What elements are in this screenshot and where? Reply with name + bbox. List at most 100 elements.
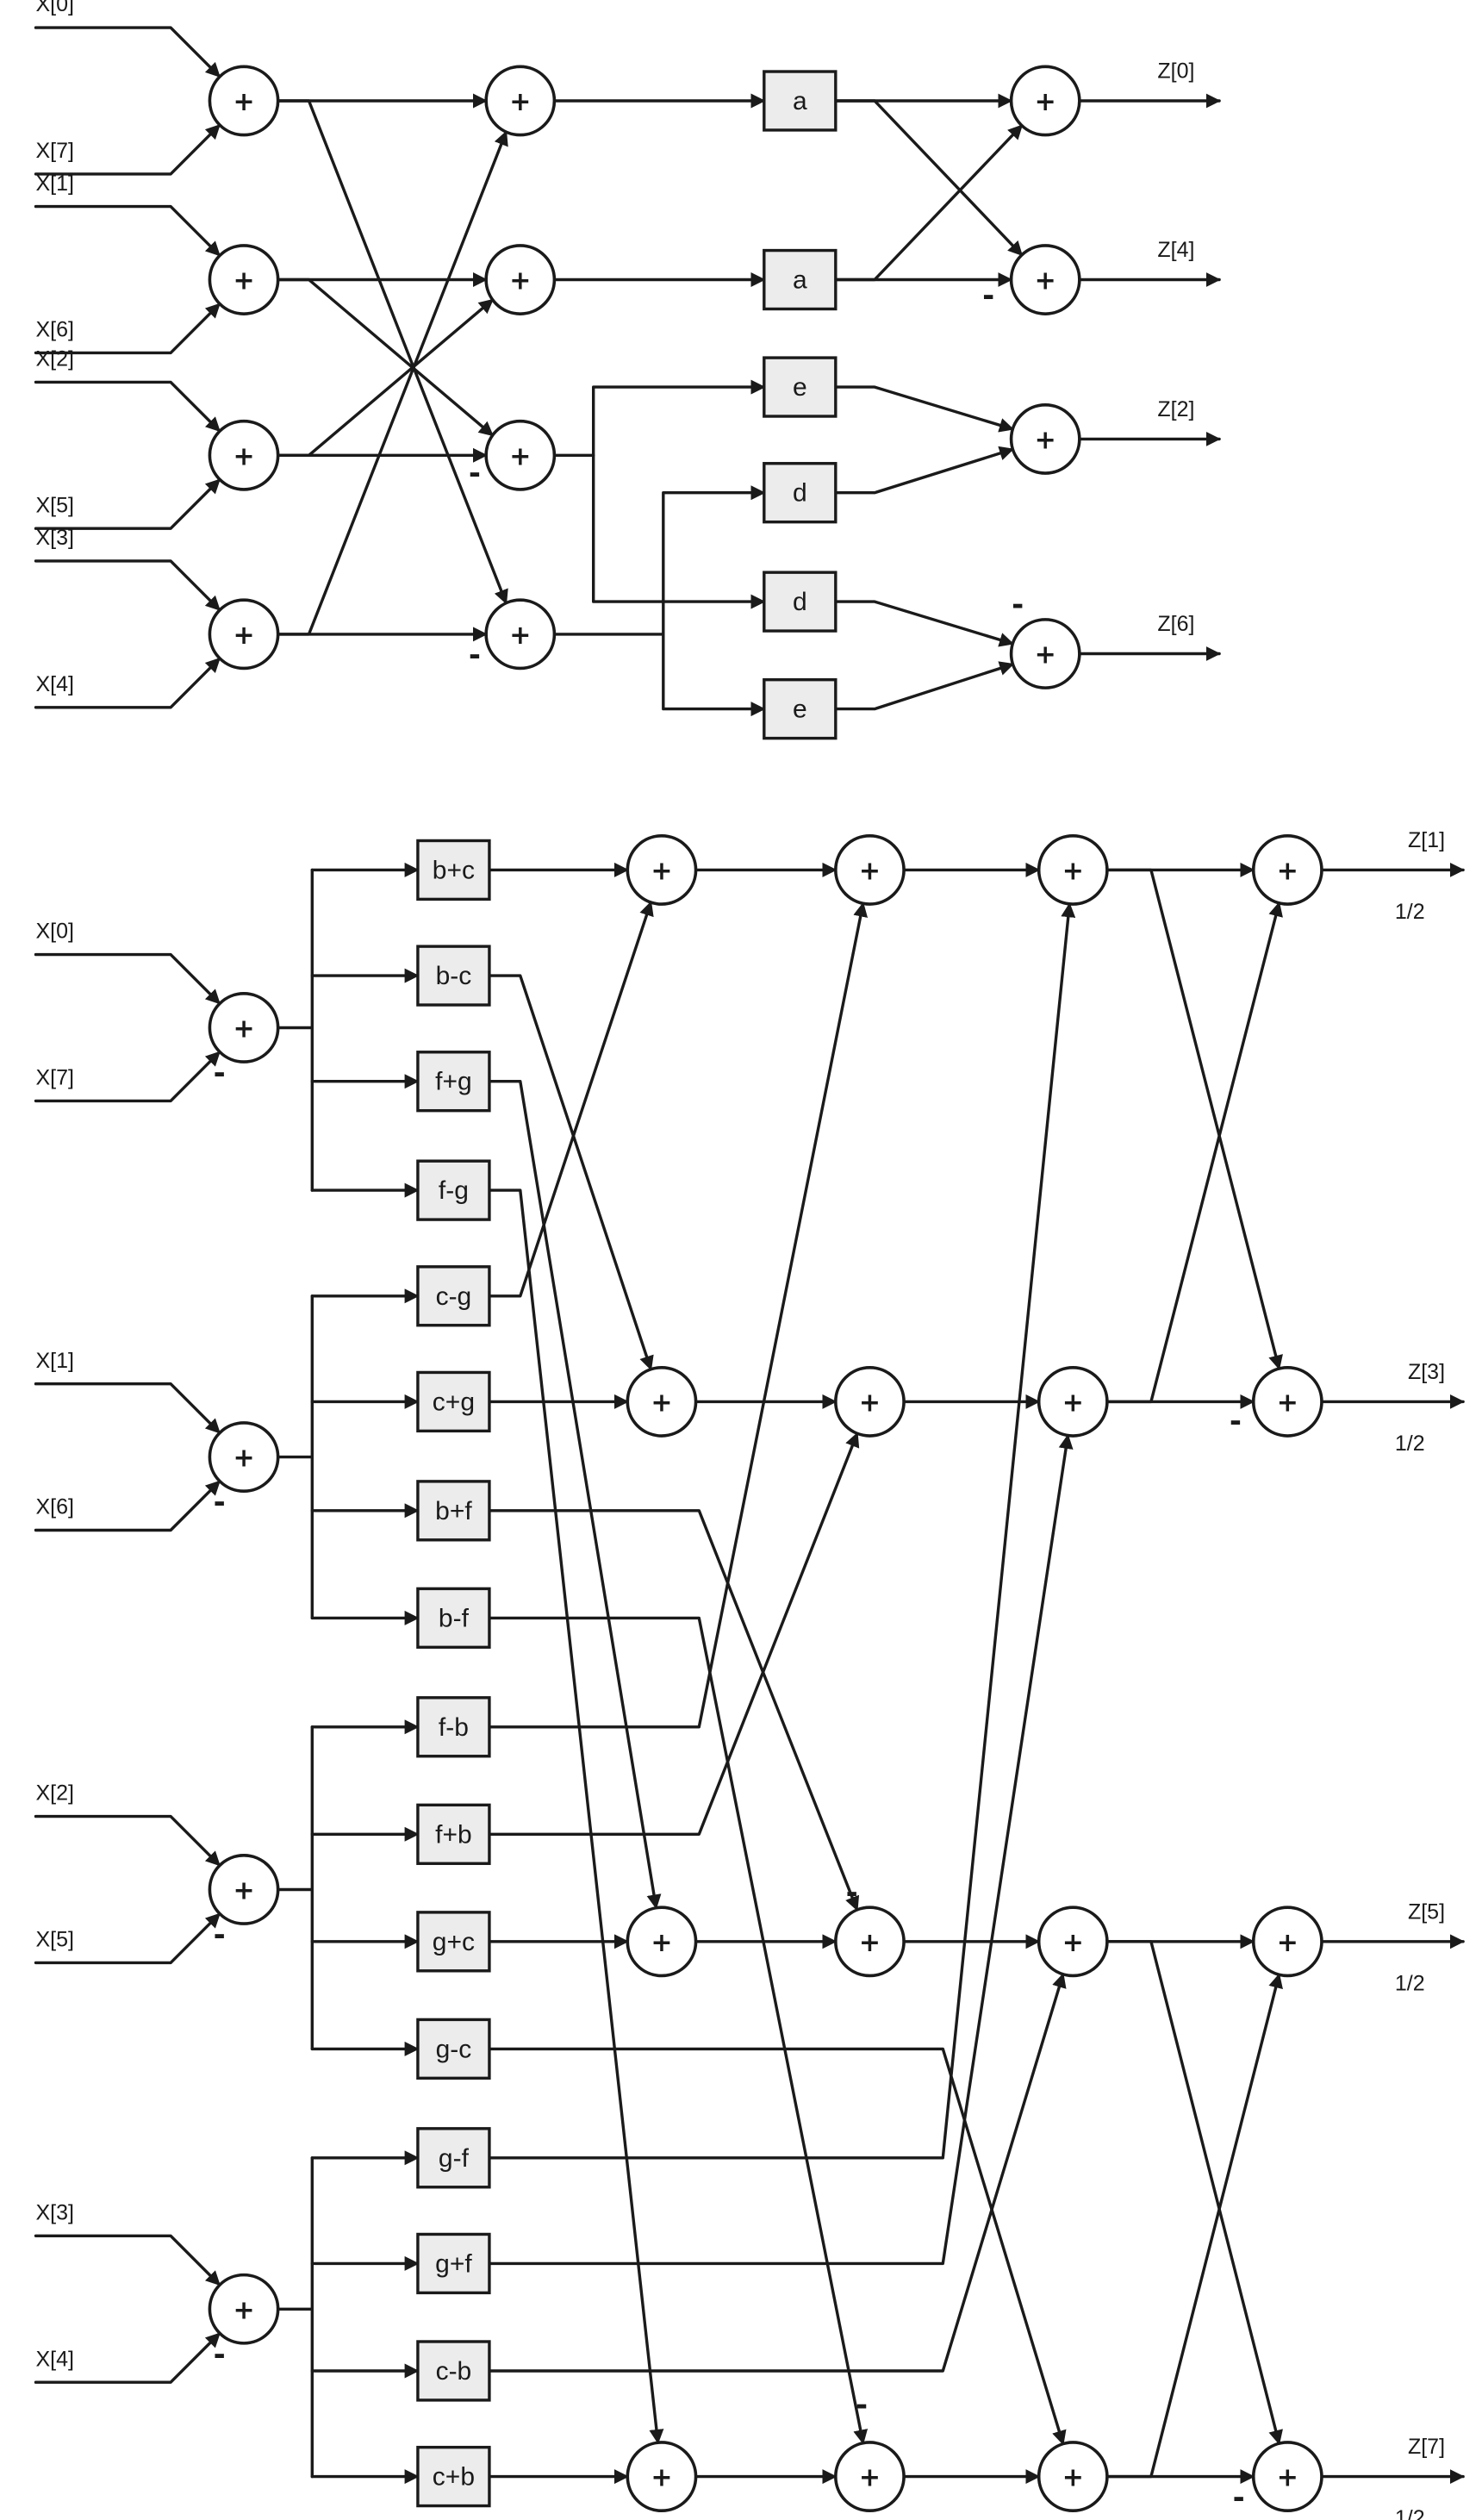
plus-sign: + xyxy=(1062,1928,1084,1958)
coefficient-box: e xyxy=(763,356,838,418)
input-wire xyxy=(34,657,221,709)
adder-node: + xyxy=(1037,2441,1109,2513)
input-label: X[3] xyxy=(36,526,74,550)
plus-sign: + xyxy=(651,2463,672,2493)
plus-sign: + xyxy=(1277,856,1298,886)
coefficient-label: e xyxy=(793,373,807,402)
adder-node: + xyxy=(1251,1906,1323,1978)
input-wire xyxy=(34,477,221,530)
signal-wire xyxy=(1105,1940,1283,2445)
coefficient-label: c+g xyxy=(433,1388,475,1416)
input-adder: + xyxy=(208,1854,280,1925)
plus-sign: + xyxy=(233,2295,254,2325)
plus-sign: + xyxy=(859,1928,881,1958)
plus-sign: + xyxy=(1035,87,1056,117)
coefficient-label: b+f xyxy=(435,1497,472,1525)
output-adder: + xyxy=(1009,244,1081,315)
minus-sign: - xyxy=(214,2337,226,2372)
output-label: Z[0] xyxy=(1157,59,1194,84)
plus-sign: + xyxy=(1277,1388,1298,1418)
coefficient-box: b-f xyxy=(416,1587,491,1650)
plus-sign: + xyxy=(1062,1388,1084,1418)
coefficient-label: a xyxy=(793,87,807,115)
coefficient-box: b-c xyxy=(416,945,491,1007)
coefficient-label: c-g xyxy=(436,1282,472,1311)
minus-sign: - xyxy=(214,1918,226,1953)
input-label: X[1] xyxy=(36,1349,74,1373)
adder-node: + xyxy=(1251,834,1323,906)
input-label: X[3] xyxy=(36,2200,74,2224)
output-label: Z[5] xyxy=(1408,1899,1445,1924)
plus-sign: + xyxy=(651,856,672,886)
adder-node: + xyxy=(626,1365,698,1438)
adder-node: + xyxy=(626,1906,698,1978)
coefficient-box: g+f xyxy=(416,2232,491,2295)
coefficient-box: f+g xyxy=(416,1051,491,1113)
plus-sign: + xyxy=(859,1388,881,1418)
plus-sign: + xyxy=(233,621,254,651)
coefficient-box: c-g xyxy=(416,1265,491,1327)
coefficient-box: b+f xyxy=(416,1480,491,1542)
input-adder: + xyxy=(208,992,280,1064)
signal-wire xyxy=(488,974,654,1371)
input-adder: + xyxy=(208,598,280,671)
input-label: X[5] xyxy=(36,493,74,517)
coefficient-box: g+c xyxy=(416,1911,491,1973)
scale-label: 1/2 xyxy=(1395,900,1425,924)
input-adder: + xyxy=(208,419,280,491)
signal-wire xyxy=(488,901,654,1298)
coefficient-label: g+c xyxy=(433,1928,475,1956)
input-label: X[1] xyxy=(36,172,74,196)
coefficient-box: d xyxy=(763,462,838,524)
signal-wire xyxy=(488,1188,664,2444)
butterfly-adder: + xyxy=(484,598,557,671)
minus-sign: - xyxy=(469,456,481,490)
plus-sign: + xyxy=(233,1875,254,1906)
coefficient-label: c+b xyxy=(433,2463,475,2492)
signal-wire xyxy=(488,1433,1074,2266)
input-adder: + xyxy=(208,65,280,137)
adder-node: + xyxy=(834,834,906,906)
input-wire xyxy=(34,2331,221,2384)
signal-wire xyxy=(834,446,1015,495)
plus-sign: + xyxy=(1062,856,1084,886)
output-label: Z[4] xyxy=(1157,238,1194,262)
adder-node: + xyxy=(834,1906,906,1978)
plus-sign: + xyxy=(1035,266,1056,296)
signal-wire xyxy=(276,298,495,457)
input-wire xyxy=(34,303,221,355)
plus-sign: + xyxy=(1035,639,1056,670)
adder-node: + xyxy=(1037,1365,1109,1438)
plus-sign: + xyxy=(651,1928,672,1958)
plus-sign: + xyxy=(509,621,531,651)
output-label: Z[2] xyxy=(1157,397,1194,421)
coefficient-box: f-b xyxy=(416,1696,491,1758)
input-wire xyxy=(34,1814,221,1867)
coefficient-label: b-c xyxy=(436,962,472,990)
minus-sign: - xyxy=(1012,588,1024,622)
minus-sign: - xyxy=(469,639,481,673)
output-label: Z[3] xyxy=(1408,1360,1445,1384)
coefficient-label: b+c xyxy=(433,856,475,884)
input-label: X[5] xyxy=(36,1927,74,1951)
scale-label: 1/2 xyxy=(1395,1432,1425,1456)
plus-sign: + xyxy=(509,87,531,117)
minus-sign: - xyxy=(214,1486,226,1520)
input-wire xyxy=(34,1051,221,1103)
coefficient-label: g-f xyxy=(439,2144,470,2173)
signal-wire xyxy=(488,902,1076,2160)
input-label: X[7] xyxy=(36,139,74,163)
coefficient-box: c+g xyxy=(416,1370,491,1433)
plus-sign: + xyxy=(1035,425,1056,455)
input-wire xyxy=(34,26,221,78)
adder-node: + xyxy=(1037,834,1109,906)
output-adder: + xyxy=(1009,65,1081,137)
input-label: X[2] xyxy=(36,1781,74,1806)
minus-sign: - xyxy=(214,1057,226,1091)
signal-wire xyxy=(834,661,1015,711)
butterfly-adder: + xyxy=(484,244,557,315)
coefficient-label: f-b xyxy=(439,1713,469,1742)
plus-sign: + xyxy=(233,441,254,471)
signal-wire xyxy=(488,1080,662,1910)
